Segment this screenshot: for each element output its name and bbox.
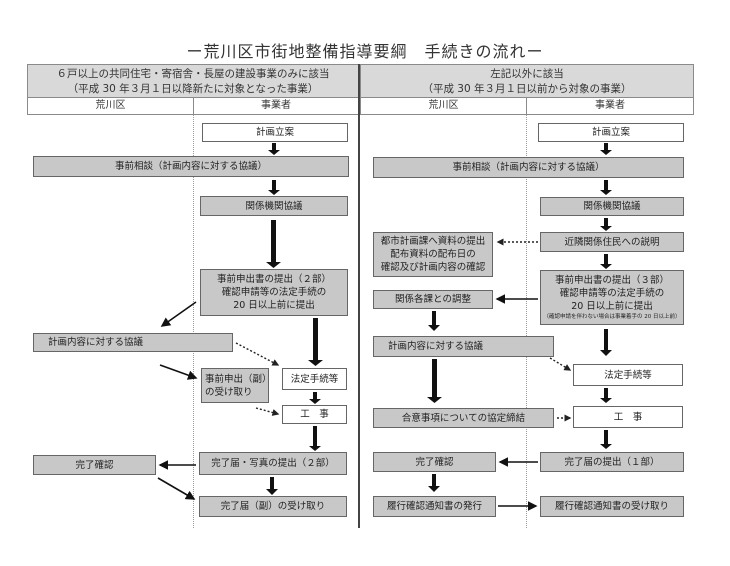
left-plan-consultation-box: 計画内容に対する協議 [33,333,233,352]
right-receive-certificate-box: 履行確認通知書の受け取り [540,496,684,517]
dotted-arrow-right-legal [549,357,572,371]
right-urban-line3: 確認及び計画内容の確認 [380,262,486,273]
page-title: ー荒川区市街地整備指導要綱 手続きの流れー [186,42,544,61]
left-header-line2: （平成 30 年３月１日以降新たに対象となった事業） [67,83,319,95]
arrow-left-to-plan-consult [160,301,197,327]
left-agency-consultation-box: 関係機関協議 [200,196,348,216]
arrow-down-right-5 [428,311,440,331]
arrow-down-right-4 [600,254,612,269]
right-pre-consultation-box: 事前相談（計画内容に対する協議） [373,157,684,178]
left-receive-copy-line1: 事前申出（副） [205,373,272,385]
arrow-down-left-1 [268,143,280,155]
right-pre-app-line2: 確認申請等の法定手続の [559,288,665,299]
right-header-line1: 左記以外に該当 [490,68,564,80]
arrow-down-right-7 [427,359,442,403]
right-agreement-box: 合意事項についての協定締結 [373,408,554,428]
right-col-ward: 荒川区 [360,97,527,115]
right-urban-line2: 配布資料の配布日の [390,249,476,260]
left-receive-copy-box: 事前申出（副） の受け取り [201,368,272,403]
right-construction-box: 工 事 [573,406,683,428]
arrow-down-right-10 [428,474,440,492]
right-dept-coordination-box: 関係各課との調整 [373,290,493,309]
right-pre-application-box: 事前申出書の提出（３部） 確認申請等の法定手続の 20 日以上前に提出 （確認申… [540,270,684,325]
right-completion-check-box: 完了確認 [373,452,496,472]
left-header-line1: ６戸以上の共同住宅・寄宿舎・長屋の建設事業のみに該当 [56,68,330,80]
left-receive-copy-line2: の受け取り [205,386,253,398]
left-pre-app-line1: 事前申出書の提出（２部） [216,274,331,285]
right-section-header: 左記以外に該当 （平成 30 年３月１日以前から対象の事業） [360,64,694,98]
right-issue-certificate-box: 履行確認通知書の発行 [373,496,496,517]
left-section-header: ６戸以上の共同住宅・寄宿舎・長屋の建設事業のみに該当 （平成 30 年３月１日以… [27,64,359,98]
dotted-arrow-left-legal [235,342,280,366]
right-col-business: 事業者 [526,97,694,115]
right-planning-box: 計画立案 [538,123,684,142]
arrow-down-right-1 [600,143,612,155]
right-resident-explanation-box: 近隣関係住民への説明 [540,232,684,252]
left-construction-box: 工 事 [282,405,347,424]
arrow-down-right-6 [600,329,612,356]
right-plan-consultation-box: 計画内容に対する協議 [373,336,554,357]
left-completion-check-box: 完了確認 [33,455,156,475]
arrow-down-right-9 [600,430,612,449]
arrow-to-receive-completion [157,477,196,500]
arrow-down-left-5 [309,392,321,404]
dotted-arrow-left-construction [255,407,280,416]
left-pre-consultation-box: 事前相談（計画内容に対する協議） [33,156,349,177]
right-pre-app-note: （確認申請を伴わない場合は事業着手の 20 日以上前） [543,314,681,320]
left-pre-app-line2: 確認申請等の法定手続の [221,287,327,298]
arrow-down-right-2 [600,180,612,195]
section-divider [358,64,360,528]
right-agency-consultation-box: 関係機関協議 [540,197,684,216]
arrow-down-left-7 [266,477,278,495]
right-header-line2: （平成 30 年３月１日以前から対象の事業） [422,83,632,95]
right-lane-divider [526,115,527,528]
right-pre-app-line1: 事前申出書の提出（３部） [554,275,669,286]
left-receive-completion-box: 完了届（副）の受け取り [199,496,347,517]
left-completion-notice-box: 完了届・写真の提出（２部） [199,452,347,475]
right-legal-procedures-box: 法定手続等 [573,364,683,386]
arrow-to-receive-copy [159,364,198,380]
right-pre-app-line3: 20 日以上前に提出 [571,301,653,312]
left-col-business: 事業者 [193,97,359,115]
left-col-ward: 荒川区 [27,97,194,115]
left-planning-box: 計画立案 [202,123,348,142]
right-urban-planning-box: 都市計画課へ資料の提出 配布資料の配布日の 確認及び計画内容の確認 [373,232,493,277]
left-pre-app-line3: 20 日以上前に提出 [233,300,315,311]
right-urban-line1: 都市計画課へ資料の提出 [380,236,486,247]
left-pre-application-box: 事前申出書の提出（２部） 確認申請等の法定手続の 20 日以上前に提出 [200,269,348,316]
arrow-down-left-3 [266,220,281,268]
left-legal-procedures-box: 法定手続等 [282,368,347,390]
arrow-down-left-2 [268,180,280,195]
right-completion-notice-box: 完了届の提出（１部） [540,452,684,472]
arrow-down-right-3 [600,218,612,231]
arrow-down-left-6 [309,426,321,451]
arrow-down-left-4 [308,318,323,366]
arrow-down-right-8 [600,388,612,403]
